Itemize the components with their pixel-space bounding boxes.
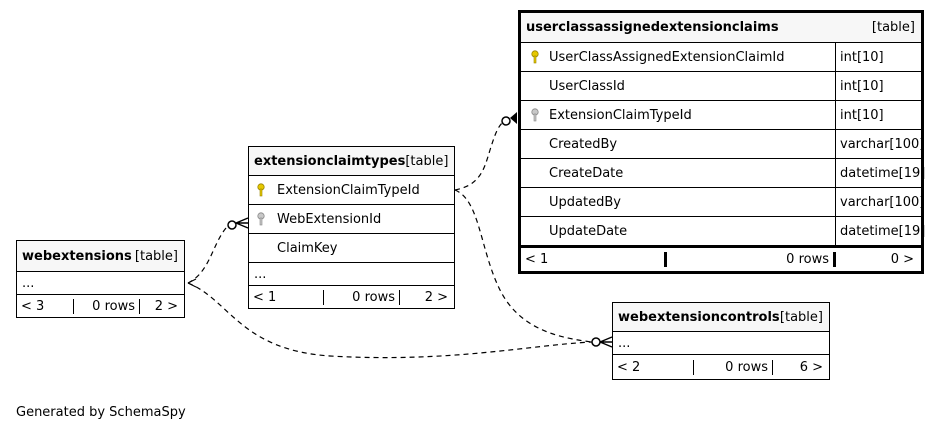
parents-count: < 2 [617,359,641,375]
table-userclassassignedextensionclaims[interactable]: userclassassignedextensionclaims [table]… [518,10,925,274]
table-name: webextensions [22,248,132,264]
table-kind: [table] [871,20,915,35]
column-type: int[10] [835,43,884,71]
children-count: 2 > [139,298,182,314]
parents-count: < 1 [525,252,549,267]
column-row: ExtensionClaimTypeId int[10] [521,100,921,129]
row-count: 0 rows [693,359,772,375]
column-row: ExtensionClaimTypeId [249,175,454,204]
link-claimtypes-userclass [454,116,515,191]
crowfoot-claimtypes [235,217,249,229]
children-count: 0 > [833,252,918,267]
foreign-key-icon [257,212,265,226]
link-claimtypes-controls [454,189,593,343]
table-extensionclaimtypes[interactable]: extensionclaimtypes [table] ExtensionCla… [248,146,455,309]
link-webextensions-controls [187,282,593,359]
column-row: CreatedBy varchar[100] [521,129,924,158]
table-name: userclassassignedextensionclaims [526,20,779,35]
column-type: datetime[19] [835,159,925,187]
column-row: UserClassAssignedExtensionClaimId int[10… [521,42,921,71]
crowfoot-circle-controls [591,337,601,347]
link-webextensions-extensionclaimtypes [187,227,227,284]
table-header: webextensioncontrols [table] [613,303,829,331]
column-type: int[10] [835,101,884,129]
table-header: webextensions [table] [17,241,184,271]
ellipsis-row: ... [613,331,829,354]
row-count: 0 rows [664,252,833,267]
column-name: UpdateDate [549,223,628,239]
column-row: UpdatedBy varchar[100] [521,187,924,216]
table-footer: < 1 0 rows 2 > [249,285,454,308]
column-row: CreateDate datetime[19] [521,158,925,187]
column-name: UpdatedBy [549,194,621,210]
one-end-webextensions [187,278,197,288]
column-row: UpdateDate datetime[19] [521,216,925,245]
column-type: int[10] [835,72,884,100]
ellipsis-row: ... [17,271,184,294]
table-footer: < 3 0 rows 2 > [17,294,184,317]
row-count: 0 rows [323,289,399,305]
table-header: extensionclaimtypes [table] [249,147,454,175]
primary-key-icon [257,183,265,197]
column-name: ExtensionClaimTypeId [549,107,692,123]
row-count: 0 rows [73,298,139,314]
column-name: UserClassId [549,78,625,94]
column-name: CreateDate [549,165,624,181]
table-footer: < 1 0 rows 0 > [521,245,921,271]
table-webextensioncontrols[interactable]: webextensioncontrols [table] ... < 2 0 r… [612,302,830,380]
column-name: UserClassAssignedExtensionClaimId [549,49,785,65]
column-type: datetime[19] [835,217,925,245]
crowfoot-controls [599,336,613,348]
children-count: 6 > [772,359,827,375]
table-kind: [table] [134,248,178,264]
column-row: UserClassId int[10] [521,71,921,100]
column-row: ClaimKey [249,233,454,262]
ellipsis-row: ... [249,262,454,285]
crowfoot-circle-claimtypes [227,220,237,230]
parents-count: < 1 [253,289,277,305]
arrow-userclass [510,112,517,124]
table-webextensions[interactable]: webextensions [table] ... < 3 0 rows 2 > [16,240,185,318]
primary-key-icon [531,50,539,64]
column-type: varchar[100] [835,130,924,158]
column-row: WebExtensionId [249,204,454,233]
table-name: extensionclaimtypes [254,153,406,169]
column-type: varchar[100] [835,188,924,216]
foreign-key-icon [531,108,539,122]
column-name: CreatedBy [549,136,618,152]
parents-count: < 3 [21,298,45,314]
column-name: WebExtensionId [277,211,382,227]
column-name: ClaimKey [277,240,338,256]
children-count: 2 > [399,289,452,305]
table-footer: < 2 0 rows 6 > [613,354,829,379]
table-kind: [table] [405,153,449,169]
column-name: ExtensionClaimTypeId [277,182,420,198]
table-header: userclassassignedextensionclaims [table] [521,13,921,42]
table-kind: [table] [779,309,823,325]
crowfoot-circle-userclass [501,116,511,126]
generated-by-footer: Generated by SchemaSpy [16,405,186,420]
table-name: webextensioncontrols [618,309,780,325]
